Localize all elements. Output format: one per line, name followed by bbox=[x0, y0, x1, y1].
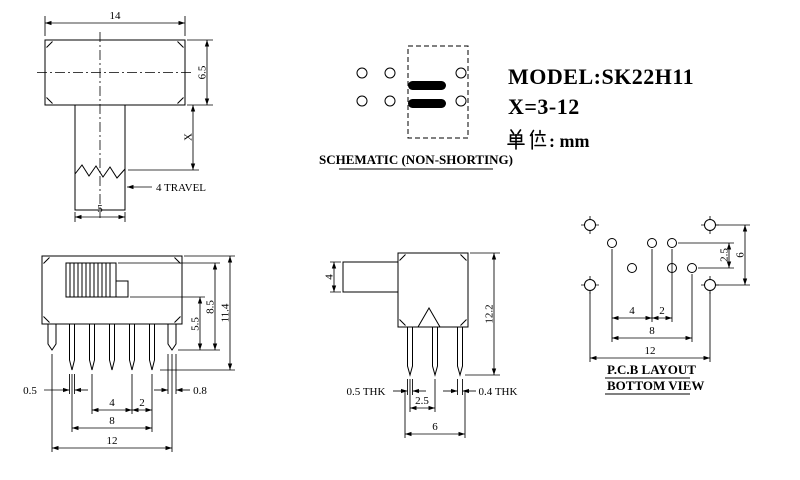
schematic-view: SCHEMATIC (NON-SHORTING) bbox=[319, 45, 513, 170]
dim-text-pitch-b: 2 bbox=[139, 397, 145, 409]
bridge-bar bbox=[408, 81, 446, 90]
pcb-caption-line2: BOTTOM VIEW bbox=[607, 378, 704, 393]
side-view: 4 0.5 THK 0.4 THK 2.5 6 12.2 bbox=[324, 252, 518, 438]
schematic-dashed-box bbox=[407, 45, 469, 139]
solder-pad bbox=[627, 263, 637, 273]
dim-text-body-h: 5.5 bbox=[190, 317, 202, 331]
dim-text-hole-span: 12 bbox=[645, 345, 656, 357]
contact-circle bbox=[384, 95, 396, 107]
dim-text-row-gap: 2.5 bbox=[719, 248, 731, 262]
contact-circle bbox=[455, 67, 467, 79]
mounting-hole bbox=[704, 279, 716, 291]
ext-lines-knob-t bbox=[330, 261, 341, 293]
dim-text-pitch-a: 4 bbox=[109, 397, 115, 409]
corner-marks bbox=[399, 254, 467, 326]
corner-marks bbox=[43, 257, 181, 323]
corner-marks bbox=[46, 41, 184, 104]
top-view: 14 6.5 X 4 TRAVEL 5 bbox=[37, 10, 213, 222]
dim-text-row-span: 6 bbox=[432, 421, 438, 433]
contact-circle bbox=[356, 67, 368, 79]
ext-lines-row-gap bbox=[678, 242, 734, 269]
dim-text-travel: 4 TRAVEL bbox=[156, 182, 206, 194]
contact-notch bbox=[417, 307, 441, 328]
contact-circle bbox=[356, 95, 368, 107]
ext-lines-row-span bbox=[404, 390, 466, 438]
dim-text-width: 14 bbox=[110, 10, 122, 22]
dim-text-knob-h: 8.5 bbox=[205, 300, 217, 314]
contact-circle bbox=[384, 67, 396, 79]
cn-glyph-wei bbox=[529, 129, 547, 150]
bridge-bar bbox=[408, 99, 446, 108]
hole-cross-marks bbox=[581, 216, 719, 294]
ext-lines-hole-span bbox=[589, 292, 711, 362]
ext-lines-pitch bbox=[91, 374, 153, 432]
dim-text-knob-width: 5 bbox=[97, 203, 103, 215]
knurl-hatching bbox=[69, 263, 111, 297]
ext-lines-14 bbox=[44, 16, 186, 36]
dim-text-total-h: 12.2 bbox=[484, 304, 496, 323]
dim-text-thk-left: 0.5 THK bbox=[347, 386, 386, 398]
ext-lines-thk-right bbox=[457, 379, 463, 395]
dim-text-lug-thk: 0.8 bbox=[193, 385, 207, 397]
cn-glyph-dan bbox=[507, 129, 525, 150]
model-text: MODEL:SK22H11 bbox=[508, 64, 694, 89]
dim-text-thk-right: 0.4 THK bbox=[479, 386, 518, 398]
solder-pad bbox=[607, 238, 617, 248]
dim-text-hole-row-gap: 6 bbox=[735, 252, 747, 258]
solder-pad bbox=[667, 238, 677, 248]
schematic-caption: SCHEMATIC (NON-SHORTING) bbox=[319, 152, 513, 167]
dim-text-total-h: 11.4 bbox=[220, 303, 232, 322]
mounting-hole bbox=[584, 279, 596, 291]
unit-text: : mm bbox=[549, 131, 589, 151]
dim-text-depth: 6.5 bbox=[197, 65, 209, 79]
pcb-layout: 2.5 6 4 2 8 12 P.C.B LAYOUT BOTTOM VIEW bbox=[581, 216, 750, 395]
dim-text-pin-span: 8 bbox=[109, 415, 115, 427]
ext-lines-heights bbox=[118, 255, 235, 371]
knob-step bbox=[116, 280, 129, 298]
solder-pad bbox=[647, 238, 657, 248]
mounting-lugs bbox=[47, 323, 177, 351]
terminal-pins bbox=[69, 323, 155, 371]
ext-lines-pitch bbox=[611, 249, 673, 342]
dim-text-knob-t: 4 bbox=[324, 274, 336, 280]
dim-text-pin-thk: 0.5 bbox=[23, 385, 37, 397]
solder-pad bbox=[687, 263, 697, 273]
contact-circle bbox=[455, 95, 467, 107]
pcb-caption-line1: P.C.B LAYOUT bbox=[607, 362, 696, 377]
title-block: MODEL:SK22H11 X=3-12 : mm bbox=[507, 64, 694, 151]
x-range-text: X=3-12 bbox=[508, 94, 580, 119]
knob-stem bbox=[74, 104, 126, 211]
ext-lines-thk-left bbox=[407, 379, 413, 395]
dim-text-pitch: 2.5 bbox=[415, 395, 429, 407]
ext-lines-0-8 bbox=[167, 354, 177, 394]
side-knob bbox=[342, 261, 398, 293]
break-line bbox=[74, 164, 126, 179]
side-pins bbox=[407, 326, 463, 377]
dim-text-pad-span: 8 bbox=[649, 325, 655, 337]
mounting-hole bbox=[584, 219, 596, 231]
dim-text-stem: X bbox=[183, 133, 195, 141]
dim-text-lug-span: 12 bbox=[107, 435, 118, 447]
ext-lines-pitch bbox=[409, 379, 436, 412]
mounting-hole bbox=[704, 219, 716, 231]
front-view: 0.5 0.8 4 2 8 12 5.5 8.5 11.4 bbox=[23, 255, 235, 452]
dim-text-pitch-b: 2 bbox=[659, 305, 665, 317]
dim-text-pitch-a: 4 bbox=[629, 305, 635, 317]
